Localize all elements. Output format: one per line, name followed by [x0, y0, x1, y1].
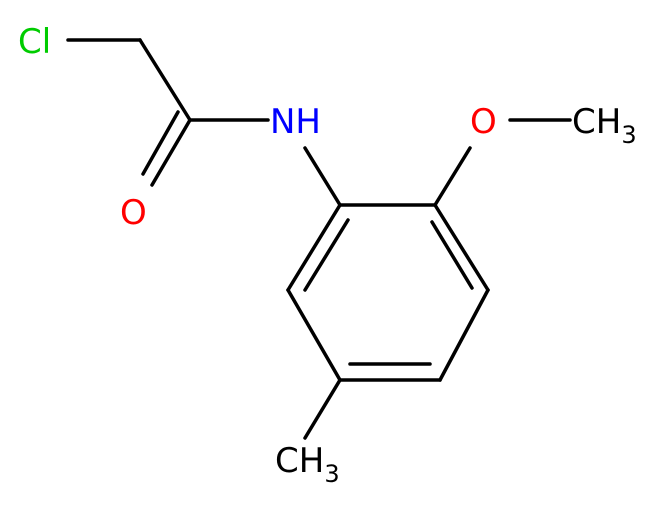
- ring-bond-5: [286, 288, 342, 382]
- ring-bond-6: [286, 203, 342, 292]
- bonds: [66, 38, 572, 440]
- ring-bond-6-inner: [303, 218, 350, 292]
- ring-bond-2-inner: [430, 220, 474, 290]
- bond-ch2-carbonyl: [138, 38, 192, 122]
- atom-ch3-ring-main: CH: [275, 441, 324, 481]
- atom-o-ether: O: [470, 102, 497, 142]
- atom-ch3-ring-sub: 3: [324, 460, 339, 488]
- atom-cl: Cl: [18, 22, 51, 62]
- bond-carbonyl-o-2: [141, 110, 180, 176]
- atom-ch3-methoxy-sub: 3: [621, 121, 636, 149]
- bond-ring-ch3: [303, 378, 342, 440]
- bond-ring-oether: [433, 146, 472, 207]
- ring-bond-3: [438, 288, 490, 382]
- atom-ch3-methoxy: CH3: [572, 102, 637, 149]
- atom-ch3-methoxy-main: CH: [572, 102, 621, 142]
- bond-carbonyl-o-1: [150, 118, 192, 187]
- bond-nh-ring: [303, 146, 342, 207]
- ring-bond-2: [433, 203, 490, 292]
- atom-nh: NH: [270, 102, 321, 142]
- atom-o-carbonyl: O: [120, 193, 147, 233]
- atom-ch3-ring: CH3: [275, 441, 340, 488]
